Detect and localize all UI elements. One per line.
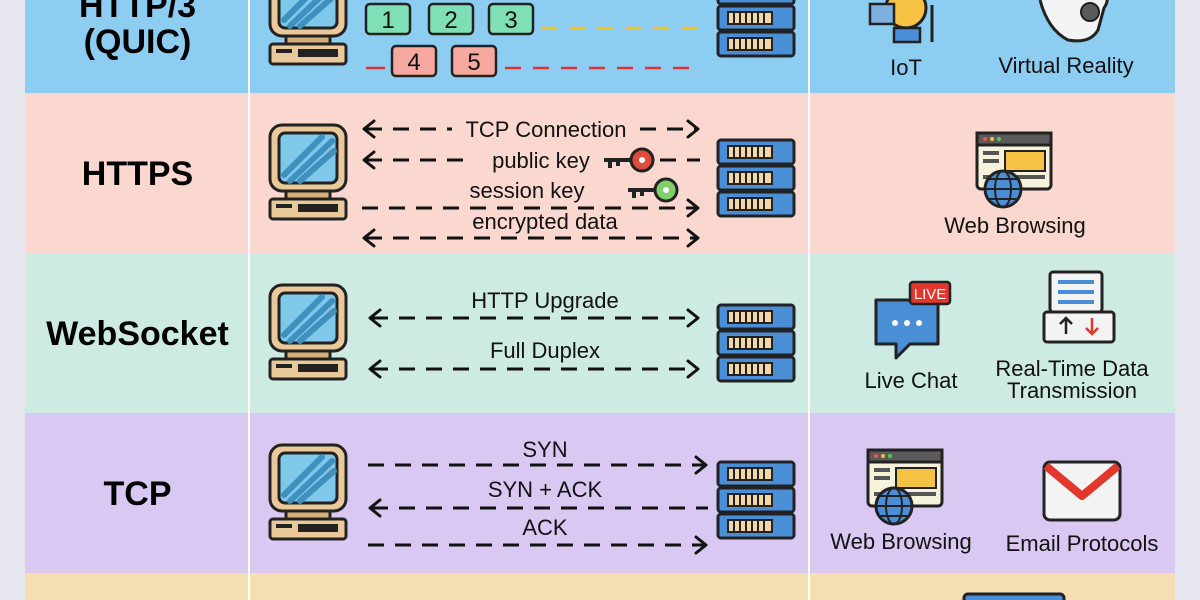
tcp-message-syn: SYN [522, 437, 567, 462]
download-arrow-icon [1085, 318, 1099, 336]
server-icon [716, 138, 796, 218]
ws-msg-line-arrowhead-right [686, 359, 700, 379]
packet-box [390, 44, 438, 78]
packet-number: 5 [467, 49, 480, 76]
chat-dot [892, 320, 898, 326]
solar-panel [892, 26, 922, 44]
live-badge [908, 280, 952, 306]
packet-number: 3 [504, 7, 517, 34]
tcp-message-syn-ack: SYN + ACK [488, 477, 603, 502]
use-case-iot: IoT [890, 55, 922, 80]
https-msg-line-arrowhead-right [686, 119, 700, 139]
public-key-icon-shaft [604, 158, 631, 168]
https-msg-line-arrowhead-right [686, 198, 700, 218]
packet-number: 4 [407, 49, 420, 76]
vr-lens [1080, 2, 1100, 22]
diagram-cell [250, 573, 810, 600]
gmail-envelope-m [1043, 462, 1121, 500]
packet-number: 1 [381, 7, 394, 34]
https-msg-line-arrowhead-left [362, 119, 376, 139]
session-key-icon-hole [663, 187, 669, 193]
tcp-msg-line-arrowhead-left [368, 498, 382, 518]
ws-message-full-duplex: Full Duplex [490, 338, 600, 363]
https-msg-line-arrowhead-right [686, 228, 700, 248]
protocol-name-tcp: TCP [103, 475, 172, 513]
chat-dot [916, 320, 922, 326]
web-browsing-icon [866, 448, 944, 526]
protocol-cell [25, 0, 250, 93]
protocol-name-http3: HTTP/3 (QUIC) [78, 0, 197, 61]
tcp-message-ack: ACK [522, 515, 568, 540]
https-msg-line-arrowhead-left [362, 228, 376, 248]
protocol-cell [25, 413, 250, 573]
ws-msg-line-arrowhead-left [368, 308, 382, 328]
use-case-live-chat: Live Chat [865, 368, 958, 393]
packet-box [487, 2, 535, 36]
packet-box [450, 44, 498, 78]
chat-dot [904, 320, 910, 326]
protocol-cell [25, 253, 250, 413]
ws-msg-line-arrowhead-right [686, 308, 700, 328]
computer-icon [270, 445, 346, 539]
computer-icon [270, 0, 346, 64]
protocol-cell [25, 93, 250, 253]
ws-msg-line-arrowhead-left [368, 359, 382, 379]
web-browsing-icon [975, 131, 1053, 209]
use-case-real-time-data-line2: Transmission [1007, 378, 1137, 403]
ws-message-http-upgrade: HTTP Upgrade [471, 288, 619, 313]
public-key-icon-hole [639, 157, 645, 163]
computer-icon [270, 125, 346, 219]
session-key-icon-shaft [628, 188, 655, 198]
transmission-screen [1042, 310, 1116, 344]
use-case-email-protocols: Email Protocols [1006, 531, 1159, 556]
https-msg-line-arrowhead-left [362, 150, 376, 170]
row-next-partial [25, 573, 1175, 600]
partial-icon [962, 592, 1066, 600]
packet-box [427, 2, 475, 36]
server-icon [716, 0, 796, 58]
packet-number: 2 [444, 7, 457, 34]
tcp-msg-line-arrowhead-right [694, 455, 708, 475]
tcp-msg-line-arrowhead-right [694, 535, 708, 555]
live-badge-text: LIVE [914, 286, 947, 303]
iot-house [868, 2, 896, 26]
server-icon [716, 460, 796, 540]
https-message-session-key: session key [470, 178, 585, 203]
use-case-web-browsing: Web Browsing [830, 529, 971, 554]
computer-icon [270, 285, 346, 379]
https-message-encrypted-data: encrypted data [472, 209, 618, 234]
use-case-web-browsing: Web Browsing [944, 213, 1085, 238]
live-chat-icon [874, 298, 940, 360]
server-rack-lines [1058, 280, 1094, 304]
packet-box [364, 2, 412, 36]
protocol-cell [25, 573, 250, 600]
server-icon [716, 303, 796, 383]
protocol-name-websocket: WebSocket [46, 315, 229, 353]
https-message-tcp-connection: TCP Connection [465, 117, 626, 142]
upload-arrow-icon [1059, 316, 1073, 334]
use-case-virtual-reality: Virtual Reality [998, 53, 1133, 78]
use-case-real-time-data-line1: Real-Time Data [995, 356, 1149, 381]
protocol-name-https: HTTPS [81, 155, 194, 193]
https-message-public-key: public key [492, 148, 590, 173]
